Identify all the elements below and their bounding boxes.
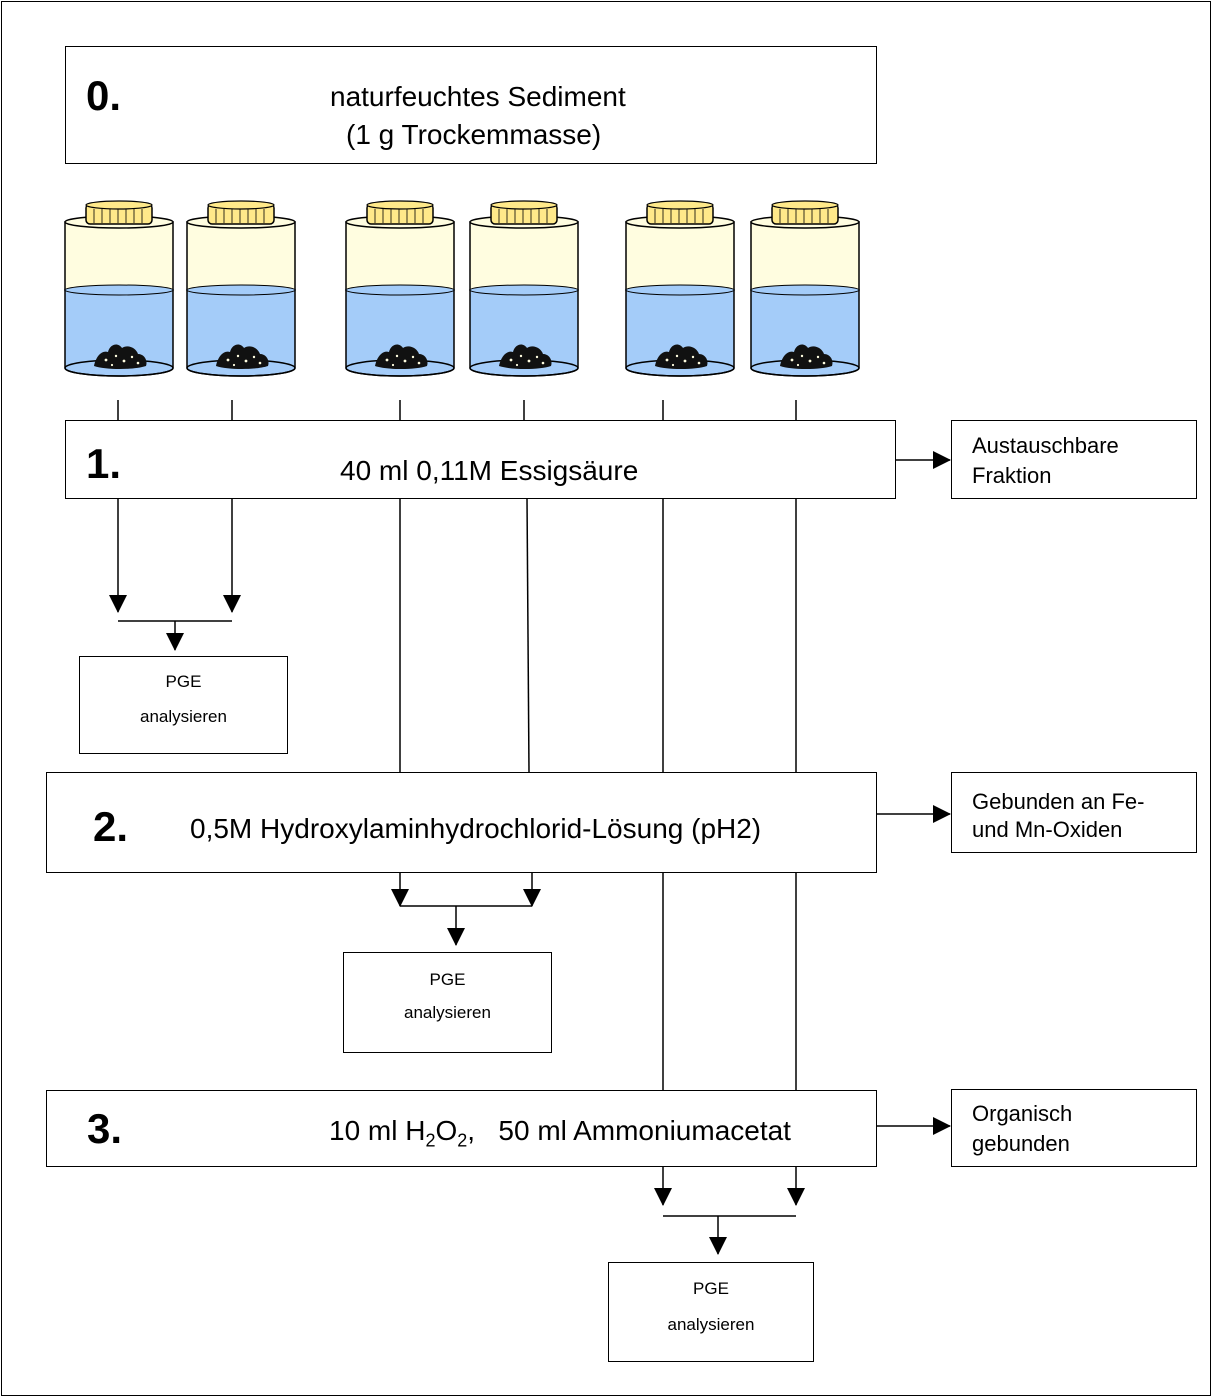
analysis3-line1: PGE [693, 1279, 729, 1298]
step2-box: 2. 0,5M Hydroxylaminhydrochlorid-Lösung … [46, 772, 877, 873]
analysis2-box: PGE analysieren [343, 952, 552, 1053]
sample-jar-icon [64, 200, 174, 380]
step1-result-box: Austauschbare Fraktion [951, 420, 1197, 499]
step3-sub-a: 2 [425, 1130, 436, 1151]
step0-line2: (1 g Trockemmasse) [346, 119, 602, 150]
sample-jar-icon [625, 200, 735, 380]
analysis1-line1: PGE [165, 672, 202, 691]
analysis1-box: PGE analysieren [79, 656, 288, 754]
step0-number: 0. [86, 72, 122, 119]
step3-sub-b: 2 [457, 1130, 468, 1151]
step1-text: 40 ml 0,11M Essigsäure [340, 455, 639, 486]
analysis2-line2: analysieren [404, 1003, 491, 1022]
step0-line1: naturfeuchtes Sediment [330, 81, 626, 112]
step3-text-c: , 50 ml Ammoniumacetat [467, 1115, 791, 1146]
analysis2-line1: PGE [429, 970, 466, 989]
analysis3-box: PGE analysieren [608, 1262, 814, 1362]
step3-number: 3. [87, 1105, 123, 1152]
sample-jar-icon [345, 200, 455, 380]
line-s1-s2-b [526, 497, 530, 773]
step2-text: 0,5M Hydroxylaminhydrochlorid-Lösung (pH… [190, 813, 762, 844]
sample-jar-icon [750, 200, 860, 380]
step3-result-box: Organisch gebunden [951, 1089, 1197, 1167]
step3-text-a: 10 ml H [329, 1115, 426, 1146]
sample-jar-icon [469, 200, 579, 380]
step2-result-box: Gebunden an Fe- und Mn-Oxiden [951, 772, 1197, 853]
step1-number: 1. [86, 440, 122, 487]
step3-text-b: O [435, 1115, 458, 1146]
step3-text: 10 ml H2O2, 50 ml Ammoniumacetat [329, 1113, 791, 1152]
step2-result-line2: und Mn-Oxiden [972, 817, 1123, 842]
step1-box: 1. 40 ml 0,11M Essigsäure [65, 420, 896, 499]
sample-jar-icon [186, 200, 296, 380]
analysis3-line2: analysieren [667, 1315, 755, 1334]
step1-result-line2: Fraktion [972, 463, 1052, 488]
step1-result-line1: Austauschbare [972, 433, 1119, 458]
step0-box: 0. naturfeuchtes Sediment (1 g Trockemma… [65, 46, 877, 164]
step3-result-line1: Organisch [972, 1101, 1073, 1126]
step3-box: 3. 10 ml H2O2, 50 ml Ammoniumacetat [46, 1090, 877, 1167]
step3-result-line2: gebunden [972, 1131, 1070, 1156]
step2-number: 2. [93, 803, 129, 850]
analysis1-line2: analysieren [140, 707, 227, 726]
step2-result-line1: Gebunden an Fe- [972, 789, 1145, 814]
